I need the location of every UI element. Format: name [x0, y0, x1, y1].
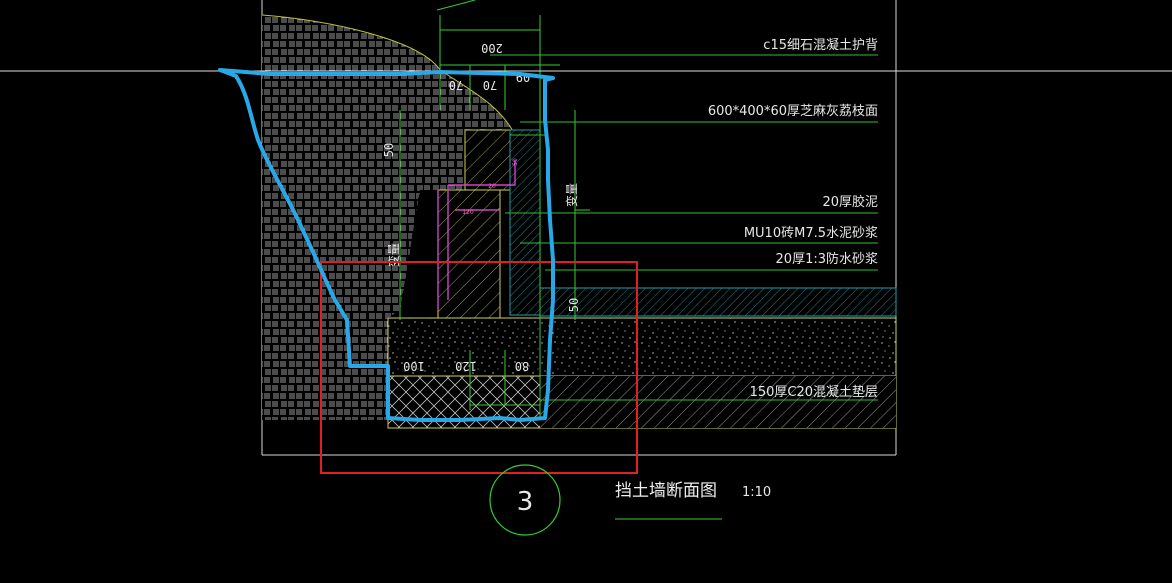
dim-200: 200: [481, 41, 503, 55]
label-protective-back: c15细石混凝土护背: [763, 37, 878, 53]
ground-paving: [539, 287, 897, 317]
leader-lines: [490, 54, 878, 401]
dim-small-120: 120: [462, 209, 474, 216]
dim-var-right: 变量: [564, 183, 579, 207]
dim-right-50: 50: [567, 298, 581, 312]
dim-small-20: 20: [488, 183, 496, 190]
soil-boundary: [261, 14, 516, 136]
dim-100: 100: [403, 359, 425, 373]
cushion-lower: [540, 376, 896, 428]
label-cushion: 150厚C20混凝土垫层: [750, 384, 878, 400]
label-paving: 600*400*60厚芝麻灰荔枝面: [708, 103, 878, 119]
dim-70b: 70: [483, 78, 497, 92]
label-brick: MU10砖M7.5水泥砂浆: [744, 226, 878, 241]
rebar-detail: [437, 160, 516, 310]
dim-120: 120: [455, 359, 477, 373]
dimension-lines: [399, 0, 590, 420]
dim-var-left: 变量: [386, 243, 401, 267]
label-glue: 20厚胶泥: [822, 194, 878, 210]
dim-left-50: 50: [382, 143, 396, 157]
paving-layer: [509, 129, 541, 316]
drawing-number-circle: [489, 464, 561, 536]
soil-hatch: [262, 15, 515, 420]
dim-70a: 70: [449, 78, 463, 92]
dim-small-50: 50: [512, 158, 519, 166]
drawing-number: 3: [517, 487, 534, 517]
drawing-title: 挡土墙断面图: [615, 481, 717, 501]
label-waterproof: 20厚1:3防水砂浆: [776, 251, 878, 267]
dim-80: 80: [515, 359, 529, 373]
blue-outline-annotation: [218, 68, 555, 422]
wall-cap: [464, 129, 516, 191]
red-highlight-box: [320, 261, 638, 474]
drawing-scale: 1:10: [742, 485, 771, 500]
